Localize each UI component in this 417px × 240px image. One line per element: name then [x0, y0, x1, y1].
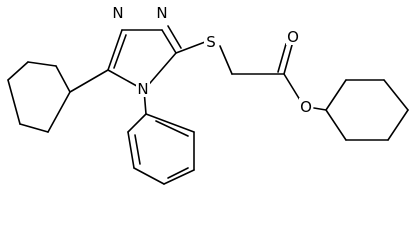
- atom-label-s: S: [206, 33, 216, 51]
- atom-label-o: O: [300, 98, 312, 116]
- bond-cyclohexyl-triazole: [69, 69, 109, 93]
- bond-carbonyl-oxygen: [283, 44, 293, 75]
- atom-label-n: N: [137, 80, 148, 98]
- atom-n-top-left: N: [112, 4, 125, 22]
- atom-label-o: O: [287, 28, 299, 46]
- atom-carbonyl-oxygen: O: [286, 28, 300, 46]
- molecule-diagram: N N N S O O: [7, 4, 409, 185]
- cyclohexyl-left-ring: [7, 61, 71, 133]
- phenyl-ring: [127, 113, 195, 185]
- bond-ester-oxygen-cyclohexyl: [313, 107, 327, 111]
- bond-triazole-sulfur: [175, 41, 206, 54]
- atom-label-n: N: [112, 4, 123, 22]
- atom-label-n: N: [156, 4, 167, 22]
- bond-sulfur-ch2: [219, 45, 233, 75]
- atom-ester-oxygen: O: [299, 98, 313, 116]
- atom-n-top-right: N: [155, 4, 168, 22]
- bond-carbonyl-oxygen-double: [277, 43, 287, 73]
- cyclohexyl-right-ring: [325, 79, 409, 141]
- atom-n-ring: N: [136, 80, 150, 98]
- atom-sulfur: S: [204, 33, 218, 51]
- bond-carbonyl-ester-oxygen: [283, 73, 301, 101]
